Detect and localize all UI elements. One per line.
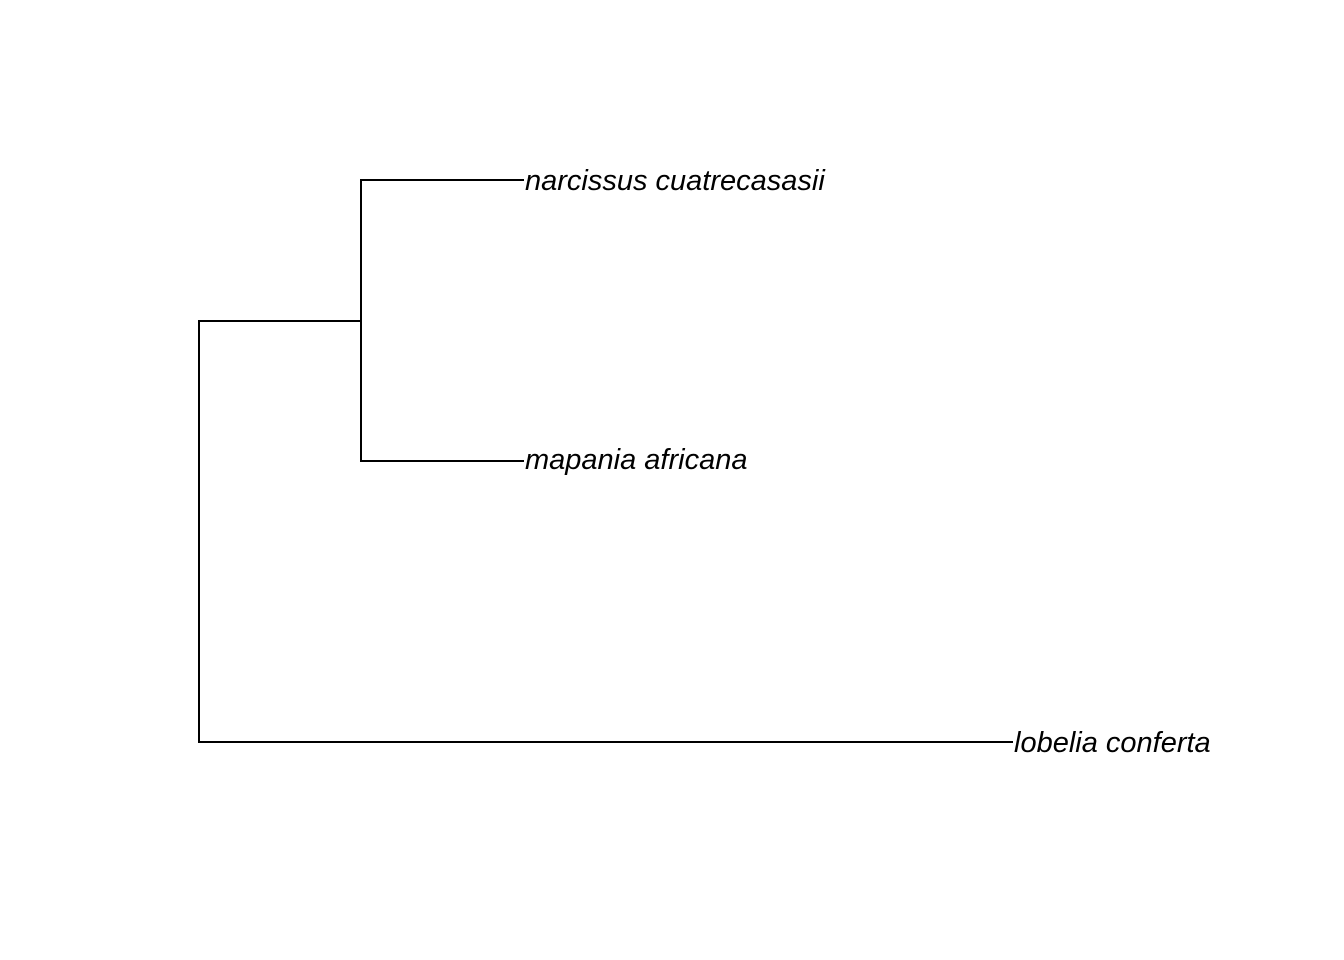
tip-label-mapania: mapania africana <box>525 444 747 476</box>
tip-label-lobelia: lobelia conferta <box>1014 727 1211 759</box>
tip-label-narcissus: narcissus cuatrecasasii <box>525 165 826 197</box>
tip-labels: narcissus cuatrecasasii mapania africana… <box>525 165 1211 759</box>
tree-branches <box>198 179 1013 743</box>
